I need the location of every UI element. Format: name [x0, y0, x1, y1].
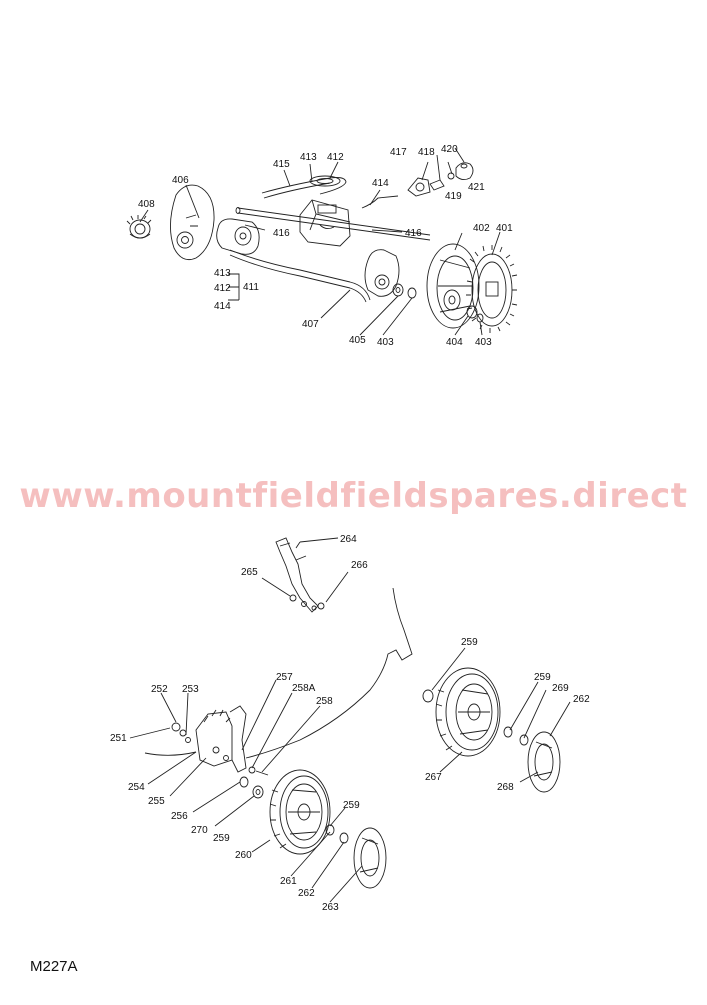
- part-414-rod: [361, 195, 399, 209]
- label-414-bracket: 414: [214, 301, 231, 312]
- part-265-bolt: [289, 594, 297, 602]
- label-259-right: 259: [534, 672, 551, 683]
- label-406: 406: [172, 175, 189, 186]
- label-408: 408: [138, 199, 155, 210]
- label-256: 256: [171, 811, 188, 822]
- part-266-nut: [317, 602, 325, 610]
- part-257-washer: [248, 766, 256, 774]
- part-264-lever: [275, 537, 319, 613]
- label-403-right: 403: [475, 337, 492, 348]
- label-417: 417: [390, 147, 407, 158]
- label-401: 401: [496, 223, 513, 234]
- label-412-bracket: 412: [214, 283, 231, 294]
- label-405: 405: [349, 335, 366, 346]
- label-415: 415: [273, 159, 290, 170]
- part-416-gearbox: [299, 199, 351, 247]
- label-267: 267: [425, 772, 442, 783]
- part-left-bracket: [216, 218, 260, 255]
- label-403-left: 403: [377, 337, 394, 348]
- label-264: 264: [340, 534, 357, 545]
- label-421: 421: [468, 182, 485, 193]
- part-260-wheel-left: [269, 769, 331, 855]
- part-253-washer: [185, 737, 191, 743]
- label-257: 257: [276, 672, 293, 683]
- label-414-top: 414: [372, 178, 389, 189]
- label-260: 260: [235, 850, 252, 861]
- part-408-pinion: [126, 215, 152, 239]
- part-270-washer: [239, 776, 249, 788]
- label-259-right-top: 259: [461, 637, 478, 648]
- label-262-right: 262: [573, 694, 590, 705]
- label-413-bracket: 413: [214, 268, 231, 279]
- part-403-washer: [407, 287, 417, 299]
- label-404: 404: [446, 337, 463, 348]
- parts-417-421: [407, 162, 474, 197]
- label-261: 261: [280, 876, 297, 887]
- label-253: 253: [182, 684, 199, 695]
- part-268-hubcap: [527, 731, 561, 793]
- watermark-text: www.mountfieldfieldspares.direct: [19, 476, 688, 516]
- part-405-bearing: [392, 283, 404, 297]
- label-259-left: 259: [213, 833, 230, 844]
- part-402-hub: [426, 243, 480, 329]
- part-406-disc: [170, 184, 215, 261]
- label-259-left-bottom: 259: [343, 800, 360, 811]
- label-254: 254: [128, 782, 145, 793]
- part-411-axle: [229, 207, 431, 303]
- label-251: 251: [110, 733, 127, 744]
- label-270: 270: [191, 825, 208, 836]
- part-254-bracket: [144, 705, 247, 773]
- label-418: 418: [418, 147, 435, 158]
- label-266: 266: [351, 560, 368, 571]
- diagram-reference: M227A: [30, 958, 78, 975]
- part-252-washer: [179, 729, 187, 737]
- part-401-gear: [466, 245, 518, 333]
- label-416-left: 416: [273, 228, 290, 239]
- label-258: 258: [316, 696, 333, 707]
- part-right-bracket: [364, 249, 400, 297]
- label-258A: 258A: [292, 683, 316, 694]
- part-259-washer-right: [503, 726, 513, 738]
- part-267-wheel-right: [435, 667, 501, 757]
- label-252: 252: [151, 684, 168, 695]
- label-255: 255: [148, 796, 165, 807]
- label-413-top: 413: [300, 152, 317, 163]
- part-269-nut: [519, 734, 529, 746]
- label-420: 420: [441, 144, 458, 155]
- part-258-bolt: [255, 770, 269, 776]
- label-402: 402: [473, 223, 490, 234]
- part-404-pin: [466, 305, 478, 319]
- label-262-left: 262: [298, 888, 315, 899]
- part-labels: 406 408 415 413 412 417 418 420 421 419 …: [110, 144, 590, 913]
- part-262-nut-left: [339, 832, 349, 844]
- part-261-washer: [325, 824, 335, 836]
- label-411: 411: [243, 282, 259, 293]
- part-259-bearing-left: [252, 785, 264, 799]
- label-263: 263: [322, 902, 339, 913]
- label-416-right: 416: [405, 228, 422, 239]
- label-419: 419: [445, 191, 462, 202]
- part-415-cable: [261, 175, 347, 199]
- drive-cable: [245, 587, 413, 759]
- label-265: 265: [241, 567, 258, 578]
- part-263-hubcap: [353, 827, 387, 889]
- label-407: 407: [302, 319, 319, 330]
- part-251-nut: [171, 722, 181, 732]
- part-259-bearing-right: [422, 689, 434, 703]
- label-269: 269: [552, 683, 569, 694]
- label-412-top: 412: [327, 152, 344, 163]
- label-268: 268: [497, 782, 514, 793]
